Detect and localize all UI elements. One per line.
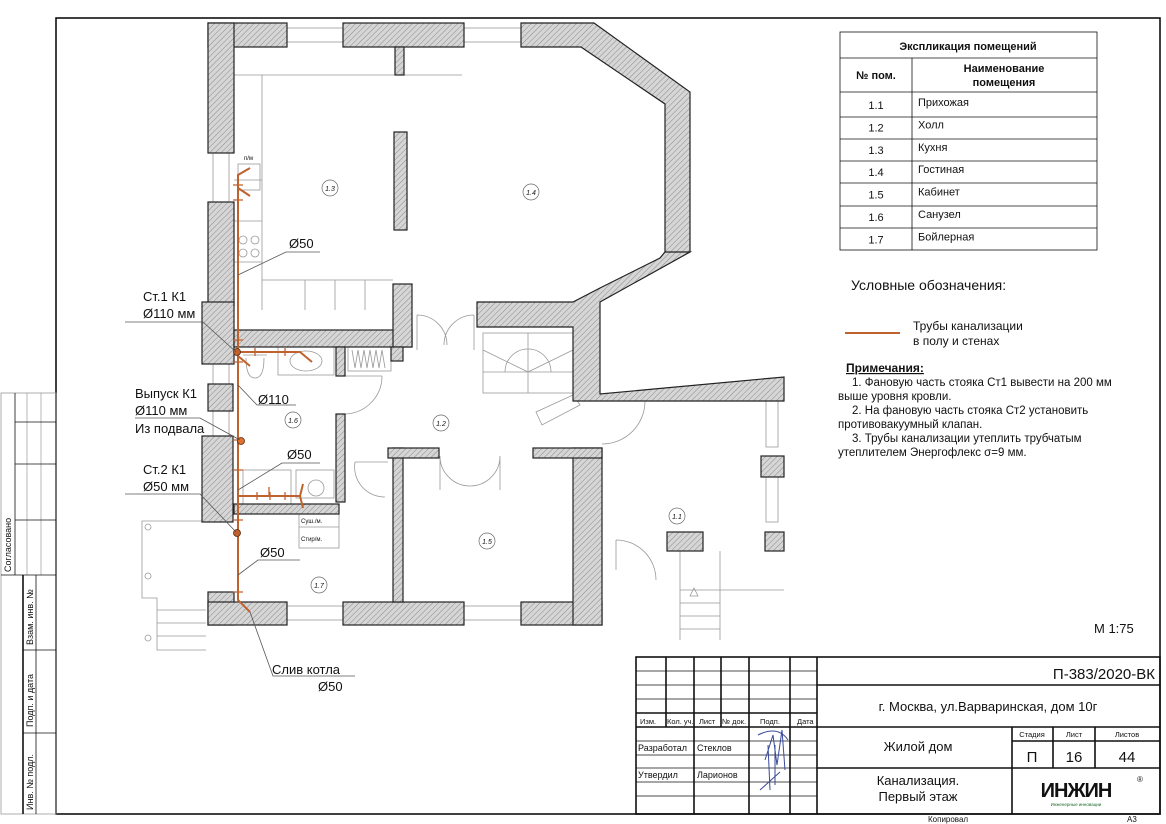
legend-title: Условные обозначения: [851, 277, 1006, 293]
room-number: 1.3 [325, 186, 335, 193]
room-name-cell: Прихожая [918, 97, 969, 109]
room-num-cell: 1.3 [868, 145, 883, 157]
room-name-cell: Санузел [918, 209, 961, 221]
stage-value: П [1027, 749, 1038, 766]
st1-diameter: Ø110 мм [143, 306, 195, 321]
stamp-col: Лист [699, 717, 716, 726]
sheet-title: Канализация. [877, 773, 960, 788]
stamp-col: Изм. [640, 717, 656, 726]
room-name-cell: Кабинет [918, 187, 960, 199]
room-name-cell: Гостиная [918, 164, 964, 176]
col-name-header: Наименование [964, 63, 1045, 75]
object-name: Жилой дом [884, 739, 953, 754]
title-block: Изм. Кол. уч. Лист № док. Подп. Дата Раз… [635, 656, 1161, 824]
outlet-label: Выпуск К1 [135, 386, 197, 401]
room-num-cell: 1.6 [868, 212, 883, 224]
walls [201, 22, 785, 626]
washer-label: Стир/м. [301, 537, 323, 543]
room-name-cell: Холл [918, 119, 944, 131]
company-logo: ИНЖИН ® Инженерные инновации [1041, 775, 1143, 807]
logo-subtitle: Инженерные инновации [1051, 802, 1102, 807]
outlet-marker [237, 437, 245, 445]
note-line: 3. Трубы канализации утеплить трубчатым [852, 433, 1082, 445]
note-line: утеплителем Энергофлекс σ=9 мм. [838, 447, 1027, 459]
sewer-pipes [233, 167, 313, 613]
col-name-header-2: помещения [973, 77, 1036, 89]
stamp-col: Подп. [760, 717, 780, 726]
room-num-cell: 1.4 [868, 167, 883, 179]
stage-label: Стадия [1019, 730, 1045, 739]
registered-mark: ® [1137, 775, 1143, 784]
stamp-col: № док. [722, 717, 746, 726]
room-name-cell: Бойлерная [918, 231, 974, 243]
sheets-value: 44 [1119, 749, 1136, 766]
room-number: 1.2 [436, 421, 446, 428]
room-number: 1.7 [314, 583, 325, 590]
side-stamp: Согласовано Взам. инв. № Подп. и дата Ин… [0, 392, 57, 815]
stamp-col: Дата [797, 717, 814, 726]
outlet-diameter: Ø110 мм [135, 403, 187, 418]
note-line: 2. На фановую часть стояка Ст2 установит… [852, 405, 1088, 417]
role-developer: Разработал [638, 743, 687, 753]
explication-table: Экспликация помещений № пом. Наименовани… [839, 31, 1098, 251]
diameter-label: Ø50 [287, 447, 312, 462]
note-line: выше уровня кровли. [838, 391, 951, 403]
room-markers: 1.3 1.4 1.6 1.2 1.1 1.5 1.7 [284, 179, 686, 594]
signature [757, 729, 789, 791]
name-developer: Стеклов [697, 743, 732, 753]
sign-date-label: Подп. и дата [25, 674, 35, 727]
scale-label: М 1:75 [1094, 621, 1134, 636]
room-num-cell: 1.7 [868, 234, 883, 246]
col-num-header: № пом. [856, 70, 896, 82]
legend-pipe-label: Трубы канализации [913, 319, 1023, 333]
riser-st1-marker [233, 348, 241, 356]
room-num-cell: 1.2 [868, 122, 883, 134]
room-number: 1.4 [526, 190, 536, 197]
st1-label: Ст.1 К1 [143, 289, 186, 304]
boiler-drain-label: Слив котла [272, 662, 341, 677]
role-approver: Утвердил [638, 770, 678, 780]
inv-label: Инв. № подл. [25, 754, 35, 810]
room-number: 1.5 [482, 539, 492, 546]
note-line: 1. Фановую часть стояка Ст1 вывести на 2… [852, 377, 1112, 389]
legend-pipe-label-2: в полу и стенах [913, 334, 999, 348]
stamp-col: Кол. уч. [667, 717, 694, 726]
sheet-label: Лист [1066, 730, 1083, 739]
legend: Условные обозначения: Трубы канализации … [845, 277, 1023, 348]
sheet-value: 16 [1066, 749, 1083, 766]
copied-label: Копировал [928, 815, 968, 824]
diameter-label: Ø50 [289, 236, 314, 251]
name-approver: Ларионов [697, 770, 738, 780]
sheets-label: Листов [1115, 730, 1139, 739]
explication-title: Экспликация помещений [899, 41, 1036, 53]
agreed-label: Согласовано [3, 518, 13, 572]
boiler-drain-diameter: Ø50 [318, 679, 343, 694]
room-number: 1.6 [288, 418, 298, 425]
notes-title: Примечания: [846, 361, 924, 375]
project-code: П-383/2020-ВК [1053, 666, 1155, 683]
notes: Примечания: 1. Фановую часть стояка Ст1 … [838, 361, 1112, 459]
sheet-title-2: Первый этаж [878, 789, 957, 804]
replace-inv-label: Взам. инв. № [25, 589, 35, 645]
room-num-cell: 1.5 [868, 190, 883, 202]
note-line: противовакуумный клапан. [838, 419, 982, 431]
room-name-cell: Кухня [918, 142, 947, 154]
logo-text: ИНЖИН [1041, 780, 1112, 802]
dryer-label: Суш./м. [301, 519, 323, 525]
outlet-source: Из подвала [135, 421, 205, 436]
format-label: А3 [1127, 815, 1137, 824]
diameter-label: Ø50 [260, 545, 285, 560]
room-number: 1.1 [672, 514, 682, 521]
pm-label: п/м [244, 156, 253, 162]
diameter-label: Ø110 [258, 392, 289, 407]
st2-diameter: Ø50 мм [143, 479, 189, 494]
floor-plan: 1.3 1.4 1.6 1.2 1.1 1.5 1.7 п/м [125, 22, 785, 694]
st2-label: Ст.2 К1 [143, 462, 186, 477]
room-num-cell: 1.1 [868, 100, 883, 112]
project-address: г. Москва, ул.Варваринская, дом 10г [879, 699, 1098, 714]
plan-annotations: п/м Суш./м. Стир/м. Ø50 Ø110 Ø50 Ø50 Ст.… [125, 156, 355, 694]
